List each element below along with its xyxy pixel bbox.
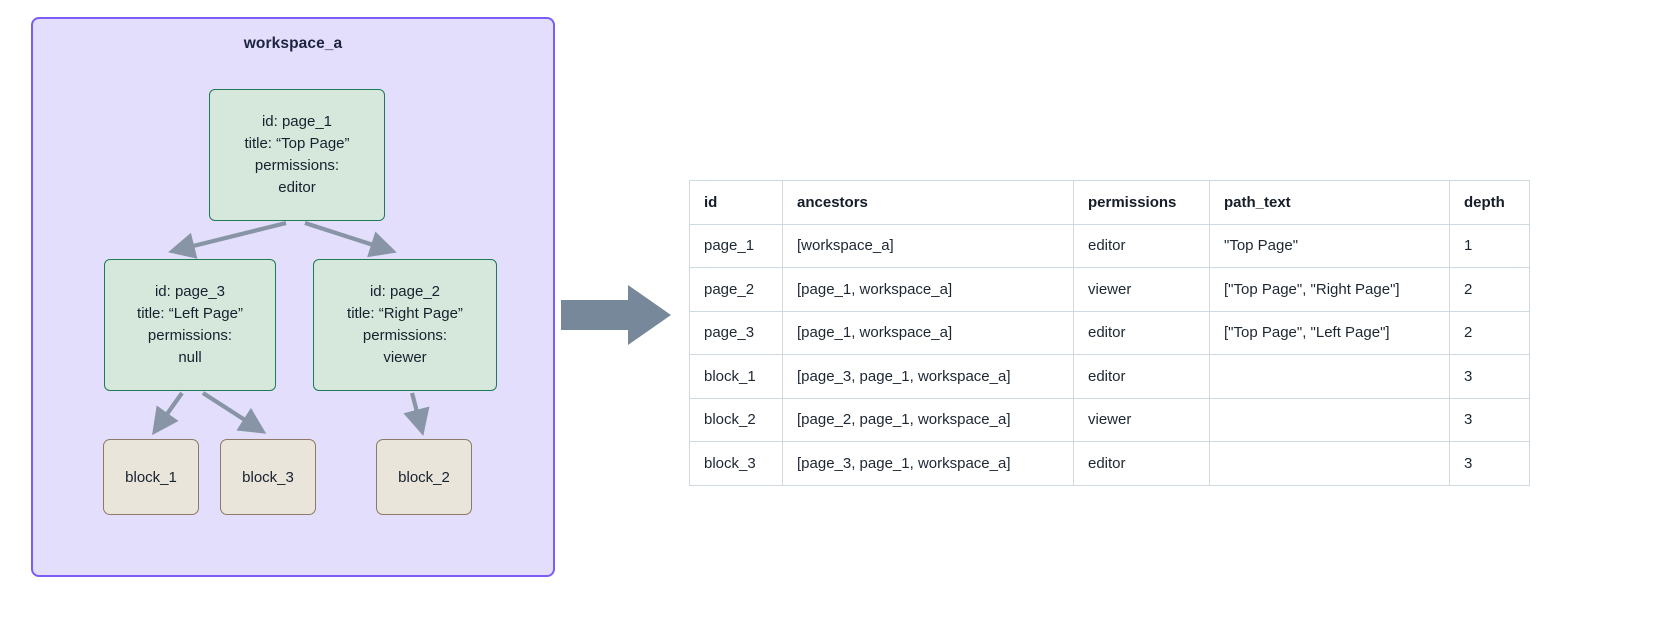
cell-permissions: editor xyxy=(1073,441,1210,486)
node-page-1-line-3: editor xyxy=(278,179,316,197)
column-header-depth[interactable]: depth xyxy=(1449,180,1530,225)
results-table: id ancestors permissions path_text depth… xyxy=(689,180,1530,486)
cell-permissions: editor xyxy=(1073,310,1210,355)
node-page-1[interactable]: id: page_1 title: “Top Page” permissions… xyxy=(209,89,385,221)
node-page-1-line-2: permissions: xyxy=(254,157,340,174)
node-block-1[interactable]: block_1 xyxy=(103,439,199,515)
node-page-2-line-3: viewer xyxy=(383,349,427,367)
cell-id: page_2 xyxy=(689,267,783,312)
node-page-3-line-2: permissions: xyxy=(147,327,233,344)
right-arrow-icon xyxy=(561,285,671,345)
node-page-2-line-1: title: “Right Page” xyxy=(347,304,463,322)
cell-path-text: ["Top Page", "Right Page"] xyxy=(1209,267,1450,312)
column-header-path-text[interactable]: path_text xyxy=(1209,180,1450,225)
node-block-2[interactable]: block_2 xyxy=(376,439,472,515)
cell-path-text xyxy=(1209,397,1450,442)
node-page-2[interactable]: id: page_2 title: “Right Page” permissio… xyxy=(313,259,497,391)
cell-ancestors: [page_3, page_1, workspace_a] xyxy=(782,354,1074,399)
column-header-permissions[interactable]: permissions xyxy=(1073,180,1210,225)
edge-page3-block1 xyxy=(152,391,184,436)
cell-path-text: "Top Page" xyxy=(1209,223,1450,268)
cell-depth: 3 xyxy=(1449,441,1530,486)
node-block-2-label: block_2 xyxy=(398,468,450,486)
edge-page3-block3 xyxy=(201,391,267,434)
column-header-id[interactable]: id xyxy=(689,180,783,225)
node-page-3[interactable]: id: page_3 title: “Left Page” permission… xyxy=(104,259,276,391)
node-page-1-line-0: id: page_1 xyxy=(261,112,333,130)
edge-page2-block2 xyxy=(403,392,430,436)
table-header-row: id ancestors permissions path_text depth xyxy=(689,180,1530,225)
cell-ancestors: [page_2, page_1, workspace_a] xyxy=(782,397,1074,442)
cell-depth: 2 xyxy=(1449,310,1530,355)
cell-id: block_2 xyxy=(689,397,783,442)
cell-id: page_1 xyxy=(689,223,783,268)
cell-depth: 3 xyxy=(1449,354,1530,399)
table-row: page_3 [page_1, workspace_a] editor ["To… xyxy=(689,310,1530,355)
workspace-container: workspace_a id: page xyxy=(31,17,555,577)
cell-permissions: viewer xyxy=(1073,267,1210,312)
cell-permissions: viewer xyxy=(1073,397,1210,442)
node-page-2-line-2: permissions: xyxy=(362,327,448,344)
node-page-3-line-1: title: “Left Page” xyxy=(137,304,243,322)
table-row: page_2 [page_1, workspace_a] viewer ["To… xyxy=(689,267,1530,312)
cell-id: page_3 xyxy=(689,310,783,355)
cell-id: block_1 xyxy=(689,354,783,399)
node-page-3-line-0: id: page_3 xyxy=(154,282,226,300)
node-block-3[interactable]: block_3 xyxy=(220,439,316,515)
node-page-1-line-1: title: “Top Page” xyxy=(244,134,350,152)
cell-depth: 1 xyxy=(1449,223,1530,268)
column-header-ancestors[interactable]: ancestors xyxy=(782,180,1074,225)
cell-ancestors: [page_1, workspace_a] xyxy=(782,267,1074,312)
node-page-2-line-0: id: page_2 xyxy=(369,282,441,300)
cell-permissions: editor xyxy=(1073,354,1210,399)
edge-page1-page3 xyxy=(168,220,287,259)
cell-depth: 3 xyxy=(1449,397,1530,442)
cell-permissions: editor xyxy=(1073,223,1210,268)
cell-ancestors: [page_1, workspace_a] xyxy=(782,310,1074,355)
cell-ancestors: [workspace_a] xyxy=(782,223,1074,268)
node-block-3-label: block_3 xyxy=(242,468,294,486)
cell-id: block_3 xyxy=(689,441,783,486)
cell-ancestors: [page_3, page_1, workspace_a] xyxy=(782,441,1074,486)
node-page-3-line-3: null xyxy=(178,349,202,367)
cell-depth: 2 xyxy=(1449,267,1530,312)
table-row: block_3 [page_3, page_1, workspace_a] ed… xyxy=(689,441,1530,486)
cell-path-text xyxy=(1209,441,1450,486)
node-block-1-label: block_1 xyxy=(125,468,177,486)
table-row: block_1 [page_3, page_1, workspace_a] ed… xyxy=(689,354,1530,399)
edge-page1-page2 xyxy=(304,221,397,258)
cell-path-text: ["Top Page", "Left Page"] xyxy=(1209,310,1450,355)
workspace-title: workspace_a xyxy=(243,35,343,52)
table-row: page_1 [workspace_a] editor "Top Page" 1 xyxy=(689,223,1530,268)
table-row: block_2 [page_2, page_1, workspace_a] vi… xyxy=(689,397,1530,442)
cell-path-text xyxy=(1209,354,1450,399)
